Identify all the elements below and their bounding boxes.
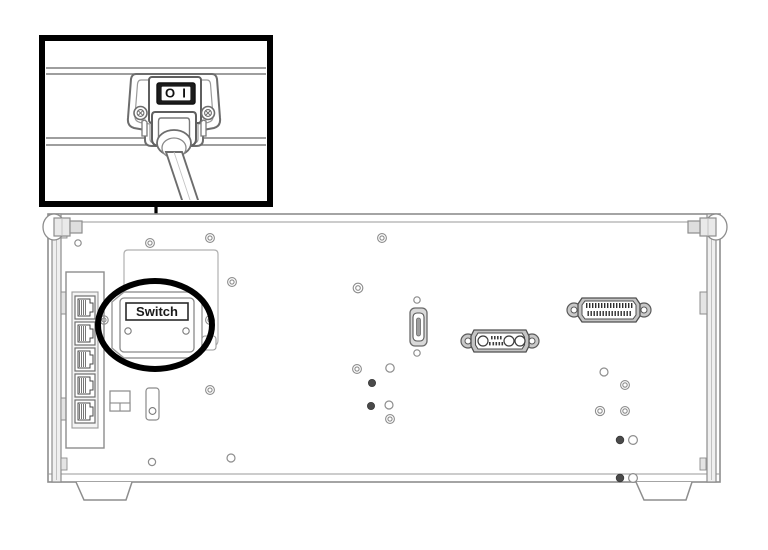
power-switch-label: Switch [136,304,178,319]
switch-off-label: O [165,86,175,101]
inset-screw-right [200,105,216,121]
detail-inset: O I [39,35,273,207]
rack-ear-right [699,213,717,483]
module-screw-left [124,327,132,335]
ground-lug [109,390,131,412]
label-slot [145,387,160,421]
rj45-port-1[interactable] [74,295,96,320]
power-pin-2 [503,335,515,347]
rj45-port-2[interactable] [74,321,96,346]
detail-circle [95,278,215,372]
foot-left [75,481,133,501]
inset-clip-right [200,119,207,137]
power-inlet-module[interactable]: Switch [111,249,219,359]
power-pin-1 [477,335,489,347]
module-screw-right [182,327,190,335]
ethernet-card[interactable] [65,271,105,449]
power-pin-3 [514,335,526,347]
standoff-left [42,213,83,241]
power-switch-rocker[interactable] [125,302,189,321]
rj45-port-3[interactable] [74,347,96,372]
inset-clip-left [141,119,148,137]
switch-on-label: I [182,86,186,101]
standoff-right [687,213,728,241]
rj45-port-5[interactable] [74,399,96,424]
rj45-port-4[interactable] [74,373,96,398]
dsub-signal-pins [489,336,504,346]
usb-b-port[interactable] [409,307,428,347]
hd-pin-rows [586,303,633,316]
inset-screw-left [133,105,148,121]
inset-power-cord-highlight [173,151,191,200]
foot-right [635,481,693,501]
high-density-connector[interactable] [566,297,652,323]
inset-rocker-face[interactable] [160,85,192,102]
dsub-combo-connector[interactable] [460,329,540,353]
panel-screw-holes [74,233,638,484]
